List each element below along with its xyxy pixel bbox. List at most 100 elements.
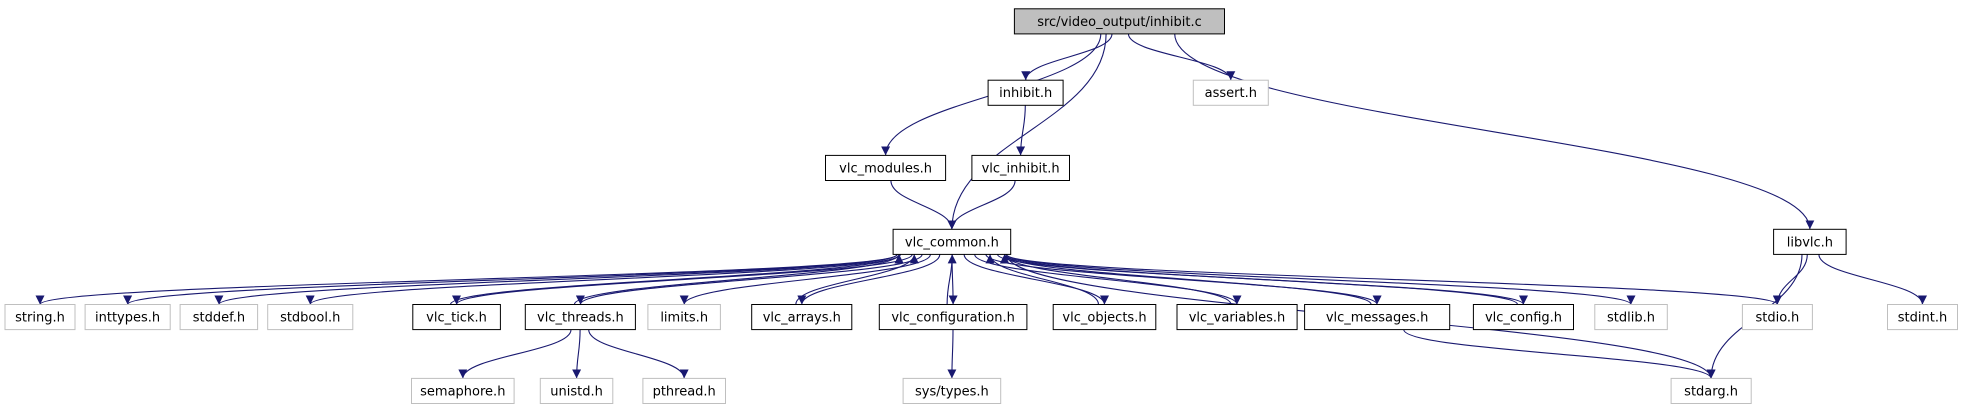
node-vlc-arrays-h[interactable]: vlc_arrays.h: [751, 304, 853, 331]
edge-vlc-tick-h-to-vlc-common-h: [449, 253, 904, 305]
node-label: vlc_config.h: [1485, 311, 1562, 326]
edge-vlc-common-h-to-vlc-objects-h: [963, 254, 1109, 305]
node-vlc-threads-h[interactable]: vlc_threads.h: [524, 304, 636, 331]
node-box: [892, 228, 1012, 255]
node-box: [1176, 304, 1298, 331]
node-box: [411, 377, 515, 404]
node-box: [412, 304, 501, 331]
edge-vlc-config-h-to-vlc-common-h: [1000, 253, 1519, 305]
node-vlc-messages-h[interactable]: vlc_messages.h: [1304, 304, 1451, 331]
node-label: stdio.h: [1755, 311, 1799, 326]
node-libvlc-h[interactable]: libvlc.h: [1773, 228, 1847, 255]
node-box: [987, 79, 1064, 106]
node-inhibit-h[interactable]: inhibit.h: [987, 79, 1064, 106]
edge-vlc-configuration-h-to-sys-types-h: [947, 329, 957, 379]
edge-vlc-threads-h-to-vlc-common-h: [573, 254, 904, 305]
node-box: [539, 377, 614, 404]
node-box: [902, 377, 1002, 404]
node-box: [4, 304, 76, 331]
node-box: [1013, 8, 1226, 35]
node-label: vlc_objects.h: [1062, 311, 1146, 326]
node-label: stddef.h: [193, 311, 245, 326]
node-box: [642, 377, 727, 404]
node-vlc-variables-h[interactable]: vlc_variables.h: [1176, 304, 1298, 331]
node-label: vlc_messages.h: [1326, 311, 1429, 326]
node-vlc-config-h[interactable]: vlc_config.h: [1472, 304, 1575, 331]
edge-vlc-messages-h-to-stdarg-h: [1403, 329, 1716, 379]
node-box: [751, 304, 853, 331]
node-label: stdlib.h: [1607, 311, 1655, 326]
node-vlc-modules-h[interactable]: vlc_modules.h: [825, 154, 947, 181]
edge-vlc-common-h-to-stdbool-h: [305, 253, 902, 305]
node-limits-h: limits.h: [647, 304, 721, 331]
node-vlc-tick-h[interactable]: vlc_tick.h: [412, 304, 501, 331]
edge-root-to-assert-h: [1127, 33, 1236, 81]
node-vlc-configuration-h[interactable]: vlc_configuration.h: [878, 304, 1028, 331]
node-stddef-h: stddef.h: [179, 304, 259, 331]
node-box: [647, 304, 721, 331]
node-box: [1192, 79, 1269, 106]
dependency-edges: [35, 33, 1927, 379]
node-semaphore-h: semaphore.h: [411, 377, 515, 404]
node-string-h: string.h: [4, 304, 76, 331]
node-box: [179, 304, 259, 331]
node-vlc-common-h[interactable]: vlc_common.h: [892, 228, 1012, 255]
node-box: [1594, 304, 1668, 331]
node-label: inhibit.h: [999, 86, 1052, 101]
node-label: vlc_configuration.h: [891, 311, 1015, 326]
node-stdio-h: stdio.h: [1741, 304, 1813, 331]
node-inttypes-h: inttypes.h: [84, 304, 171, 331]
node-vlc-inhibit-h[interactable]: vlc_inhibit.h: [971, 154, 1071, 181]
node-label: vlc_variables.h: [1189, 311, 1286, 326]
edge-vlc-common-h-to-stdio-h: [1006, 253, 1782, 305]
node-label: unistd.h: [550, 385, 603, 400]
edge-vlc-common-h-to-vlc-arrays-h: [797, 254, 941, 305]
node-stdlib-h: stdlib.h: [1594, 304, 1668, 331]
edge-vlc-common-h-to-stdlib-h: [1005, 253, 1636, 305]
node-label: limits.h: [660, 311, 708, 326]
node-box: [878, 304, 1028, 331]
node-label: vlc_inhibit.h: [982, 161, 1060, 176]
edge-vlc-common-h-to-vlc-variables-h: [974, 254, 1242, 305]
edge-vlc-threads-h-to-pthread-h: [588, 329, 689, 379]
node-label: assert.h: [1205, 86, 1257, 101]
node-box: [1472, 304, 1575, 331]
edge-vlc-modules-h-to-vlc-common-h: [890, 180, 957, 230]
edge-inhibit-h-to-vlc-inhibit-h: [1016, 105, 1026, 156]
edge-root-to-vlc-common-h: [947, 33, 1107, 230]
node-box: [1304, 304, 1451, 331]
node-sys-types-h: sys/types.h: [902, 377, 1002, 404]
node-label: sys/types.h: [915, 385, 989, 400]
edge-vlc-inhibit-h-to-vlc-common-h: [947, 180, 1016, 230]
node-stdbool-h: stdbool.h: [267, 304, 354, 331]
node-label: inttypes.h: [95, 311, 160, 326]
edge-vlc-common-h-to-stddef-h: [214, 253, 898, 305]
edge-vlc-threads-h-to-semaphore-h: [458, 329, 572, 379]
edge-vlc-arrays-h-to-vlc-common-h: [795, 254, 919, 305]
node-box: [1670, 377, 1752, 404]
node-box: [84, 304, 171, 331]
node-box: [825, 154, 947, 181]
node-box: [524, 304, 636, 331]
edge-vlc-objects-h-to-vlc-common-h: [985, 254, 1100, 305]
node-pthread-h: pthread.h: [642, 377, 727, 404]
node-root[interactable]: src/video_output/inhibit.c: [1013, 8, 1226, 35]
edge-root-to-libvlc-h: [1174, 33, 1815, 230]
node-label: stdint.h: [1898, 311, 1947, 326]
node-label: vlc_common.h: [905, 235, 999, 250]
node-box: [1887, 304, 1958, 331]
node-label: stdarg.h: [1684, 385, 1738, 400]
edge-vlc-common-h-to-vlc-threads-h: [576, 253, 923, 305]
node-vlc-objects-h[interactable]: vlc_objects.h: [1052, 304, 1157, 331]
node-label: stdbool.h: [280, 311, 340, 326]
file-nodes: src/video_output/inhibit.c inhibit.h asser…: [4, 8, 1958, 404]
node-assert-h: assert.h: [1192, 79, 1269, 106]
node-label: src/video_output/inhibit.c: [1037, 15, 1202, 30]
edge-root-to-inhibit-h: [1021, 33, 1113, 81]
edge-vlc-configuration-h-to-vlc-common-h: [946, 254, 957, 305]
edge-libvlc-h-to-stdio-h: [1772, 254, 1808, 305]
node-stdint-h: stdint.h: [1887, 304, 1958, 331]
node-stdarg-h: stdarg.h: [1670, 377, 1752, 404]
node-box: [267, 304, 354, 331]
